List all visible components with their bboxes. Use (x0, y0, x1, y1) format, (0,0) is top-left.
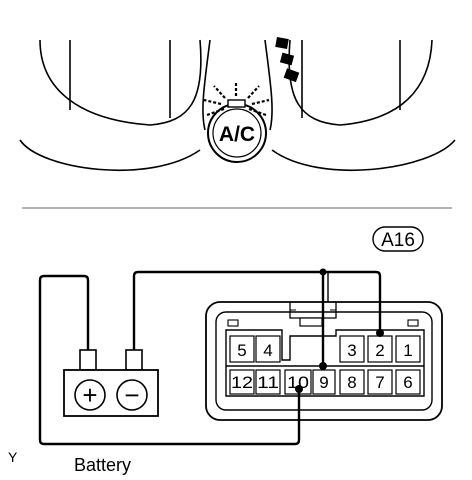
battery-positive-terminal (74, 379, 106, 411)
indicator-lamp (227, 99, 246, 108)
pin-label: 6 (403, 373, 412, 392)
pin-cell (229, 369, 255, 395)
pin-cell (367, 335, 393, 363)
plus-icon: + (82, 380, 97, 410)
fan-speed-indicator (275, 37, 300, 83)
pin-label: 7 (375, 373, 384, 392)
pin-label: 5 (237, 341, 246, 360)
pin-label: 9 (319, 373, 328, 392)
pin-label: 2 (375, 341, 384, 360)
right-dial-inner (288, 39, 433, 126)
pin-cell (367, 369, 393, 395)
pin-cell (255, 335, 281, 363)
connector-id-badge: A16 (372, 226, 424, 252)
connector-latch-tab (299, 317, 323, 327)
pin-label: 1 (403, 341, 412, 360)
ac-button-inner-ring (212, 108, 262, 158)
light-ray-icon (203, 82, 270, 117)
ac-switch-illustration (19, 39, 456, 172)
left-dial-outer (19, 139, 201, 172)
wire-negative-to-pin-2 (132, 270, 382, 350)
connector-id-label: A16 (381, 230, 415, 251)
pin-cell (395, 369, 421, 395)
minus-icon: − (124, 380, 139, 410)
ac-button-label: A/C (219, 123, 255, 146)
left-dial-inner (39, 39, 202, 126)
battery: + − (63, 349, 159, 417)
pin-label: 8 (347, 373, 356, 392)
pin-label: 12 (231, 373, 253, 392)
connector-key-notch (407, 319, 419, 327)
battery-label: Battery (74, 455, 131, 475)
wire-positive-to-pin-10 (38, 274, 301, 446)
ac-housing (264, 39, 273, 131)
pin-label: 4 (263, 341, 272, 360)
pin-row-top: 5 4 3 2 1 (229, 335, 421, 363)
right-dial-outer (271, 139, 456, 172)
pin-row-bottom: 12 11 10 9 8 7 6 (229, 369, 421, 395)
pin-label: 3 (347, 341, 356, 360)
ac-button[interactable]: A/C (207, 103, 267, 163)
connector-key-notch (227, 319, 239, 327)
pin-cell (339, 335, 365, 363)
wire-junctions-overlay (295, 329, 384, 393)
pin-cell (229, 335, 255, 363)
ac-indicator-lamp (203, 82, 270, 117)
pin-cell (255, 369, 281, 395)
ac-housing (202, 39, 211, 131)
wiring-overlay (297, 302, 382, 420)
wire-color-code: Y (8, 449, 18, 465)
connector-id-outline (372, 226, 424, 252)
pin-label: 11 (257, 373, 279, 392)
battery-positive-post (79, 349, 97, 371)
pin-cavity-frame (225, 329, 425, 397)
pin-label: 10 (287, 373, 309, 392)
pin-cell (339, 369, 365, 395)
battery-negative-terminal (116, 379, 148, 411)
battery-negative-post (125, 349, 143, 371)
pin-cell (312, 369, 336, 395)
pin-cell (395, 335, 421, 363)
